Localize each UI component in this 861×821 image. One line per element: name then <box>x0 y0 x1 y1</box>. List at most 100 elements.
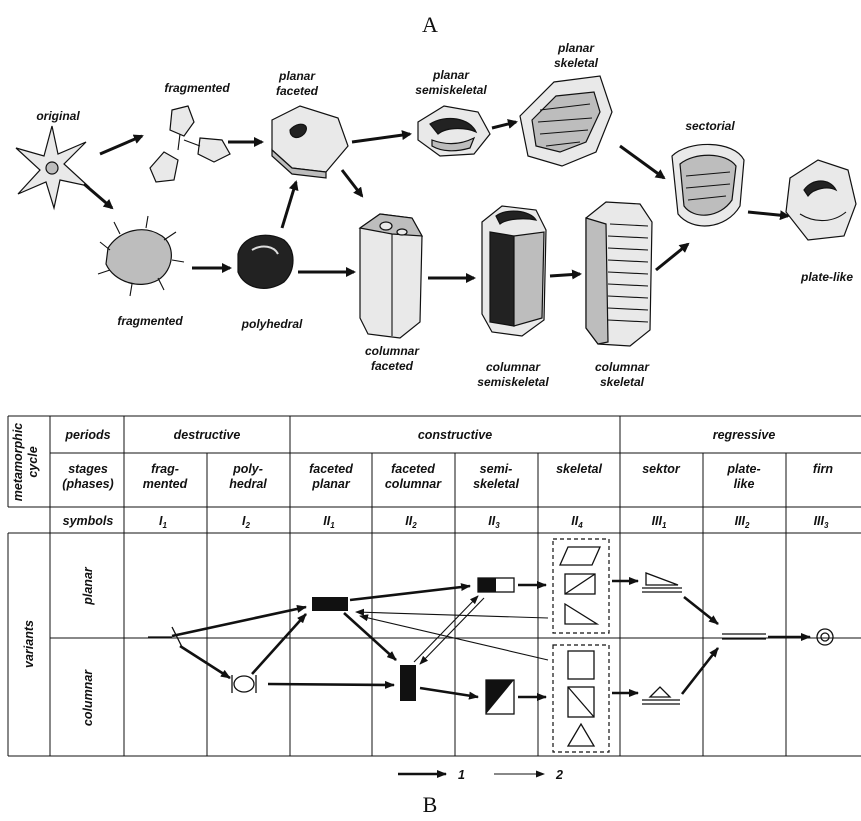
transition-arrows-thin <box>355 595 549 665</box>
label-planar-faceted-2: faceted <box>276 84 319 98</box>
symbol-header: III2 <box>735 514 750 530</box>
label-sectorial: sectorial <box>685 119 735 133</box>
stages-label: stages <box>68 462 108 476</box>
symbol-polyhedral <box>231 675 257 693</box>
label-columnar-faceted-1: columnar <box>365 344 420 358</box>
label-planar-skeletal-1: planar <box>557 41 595 55</box>
symbol-header: III1 <box>652 514 667 530</box>
symbol-skeletal-columnar <box>552 644 610 753</box>
crystal-polyhedral <box>237 234 294 289</box>
symbol-semiskeletal-columnar <box>485 679 515 715</box>
panel-a-letter: A <box>422 12 438 37</box>
crystal-original <box>15 125 91 211</box>
label-planar-skeletal-2: skeletal <box>554 56 599 70</box>
symbol-header: II3 <box>488 514 500 530</box>
symbol-header: I2 <box>242 514 250 530</box>
period-regressive: regressive <box>713 428 776 442</box>
panel-a-labels: original fragmented planar faceted plana… <box>36 41 853 389</box>
legend-thin-label: 2 <box>555 768 563 782</box>
stage-header: plate-like <box>726 462 760 491</box>
crystal-planar-semiskeletal <box>417 105 491 157</box>
symbol-header: II1 <box>323 514 335 530</box>
stages-label-phases: (phases) <box>62 477 113 491</box>
symbol-fragmented <box>148 626 183 648</box>
symbols-label: symbols <box>63 514 114 528</box>
crystal-columnar-semiskeletal <box>481 205 547 337</box>
arrow-columnar-semiskeletal-to-columnar-skeletal <box>549 269 582 280</box>
arrow-faceted-planar-to-faceted-columnar <box>343 612 397 661</box>
row-label-columnar: columnar <box>81 669 95 726</box>
label-fragmented-bottom: fragmented <box>117 314 183 328</box>
side-header-metamorphic: metamorphic <box>11 423 25 502</box>
arrow-polyhedral-to-faceted-columnar <box>267 680 395 689</box>
symbol-header: II2 <box>405 514 417 530</box>
arrow-sektor-planar-to-plate-like <box>683 595 719 626</box>
symbol-faceted-columnar <box>400 665 416 701</box>
arrow-polyhedral-to-faceted-planar <box>251 613 307 675</box>
label-columnar-skeletal-1: columnar <box>595 360 650 374</box>
crystal-planar-faceted <box>271 105 349 179</box>
symbol-header: II4 <box>571 514 583 530</box>
arrow-fragmented-to-faceted-planar <box>171 604 307 638</box>
legend-thick-label: 1 <box>458 768 465 782</box>
crystal-columnar-faceted <box>358 213 424 339</box>
symbol-plate-like <box>722 633 766 640</box>
label-columnar-semiskeletal-1: columnar <box>486 360 541 374</box>
arrow-faceted-columnar-to-semiskeletal-planar <box>413 595 479 663</box>
arrow-faceted-planar-to-semiskeletal-planar <box>349 583 471 602</box>
label-plate-like: plate-like <box>800 270 853 284</box>
crystal-plate-like <box>785 159 857 241</box>
legend: 1 2 <box>398 768 563 782</box>
stage-header: poly-hedral <box>229 462 267 491</box>
crystal-fragmented-bottom <box>97 215 185 297</box>
panel-a-arrows <box>83 119 790 283</box>
arrow-sectorial-to-plate-like <box>747 210 790 221</box>
arrow-planar-faceted-to-planar-semiskeletal <box>351 130 412 144</box>
stage-table <box>7 415 861 757</box>
arrow-fragmented-to-polyhedral <box>179 644 231 680</box>
row-label-planar: planar <box>81 566 95 606</box>
crystal-columnar-skeletal <box>585 201 653 347</box>
symbol-headers: I1 I2 II1 II2 II3 II4 III1 III2 III3 <box>159 514 829 530</box>
crystal-fragmented-top <box>149 105 231 183</box>
symbol-sektor-planar <box>642 572 682 593</box>
stage-header: sektor <box>642 462 681 476</box>
side-header-variants: variants <box>22 620 36 668</box>
symbol-header: I1 <box>159 514 167 530</box>
stage-header: firn <box>813 462 834 476</box>
label-columnar-faceted-2: faceted <box>371 359 414 373</box>
arrow-polyhedral-to-planar-faceted <box>280 180 299 229</box>
label-columnar-semiskeletal-2: semiskeletal <box>477 375 549 389</box>
label-planar-faceted-1: planar <box>278 69 316 83</box>
label-polyhedral: polyhedral <box>241 317 303 331</box>
arrow-original-to-fragmented-top <box>99 134 144 156</box>
transition-arrows-thick <box>171 577 811 701</box>
arrow-skeletal-planar-to-faceted-planar <box>355 608 549 619</box>
label-original: original <box>36 109 80 123</box>
label-columnar-skeletal-2: skeletal <box>600 375 645 389</box>
arrow-planar-skeletal-to-sectorial <box>619 144 666 180</box>
crystal-planar-skeletal <box>519 75 613 167</box>
symbol-firn <box>816 628 834 646</box>
arrow-planar-faceted-to-columnar-faceted <box>340 169 364 198</box>
symbol-faceted-planar <box>312 597 348 611</box>
symbol-skeletal-planar <box>552 538 610 634</box>
arrow-faceted-columnar-to-semiskeletal-columnar <box>419 686 479 700</box>
arrow-planar-semiskeletal-to-planar-skeletal <box>491 119 518 130</box>
stage-header: semi-skeletal <box>473 462 519 491</box>
arrow-semiskeletal-planar-to-faceted-columnar <box>419 597 485 665</box>
arrow-sektor-columnar-to-plate-like <box>680 647 720 695</box>
side-header-cycle: cycle <box>26 446 40 477</box>
stage-header: skeletal <box>556 462 602 476</box>
periods-label: periods <box>64 428 110 442</box>
arrow-original-to-fragmented-bottom <box>83 182 114 210</box>
period-constructive: constructive <box>418 428 492 442</box>
symbol-header: III3 <box>814 514 829 530</box>
stage-header: frag-mented <box>143 462 188 491</box>
symbol-sektor-columnar <box>642 686 680 705</box>
label-planar-semiskeletal-2: semiskeletal <box>415 83 487 97</box>
